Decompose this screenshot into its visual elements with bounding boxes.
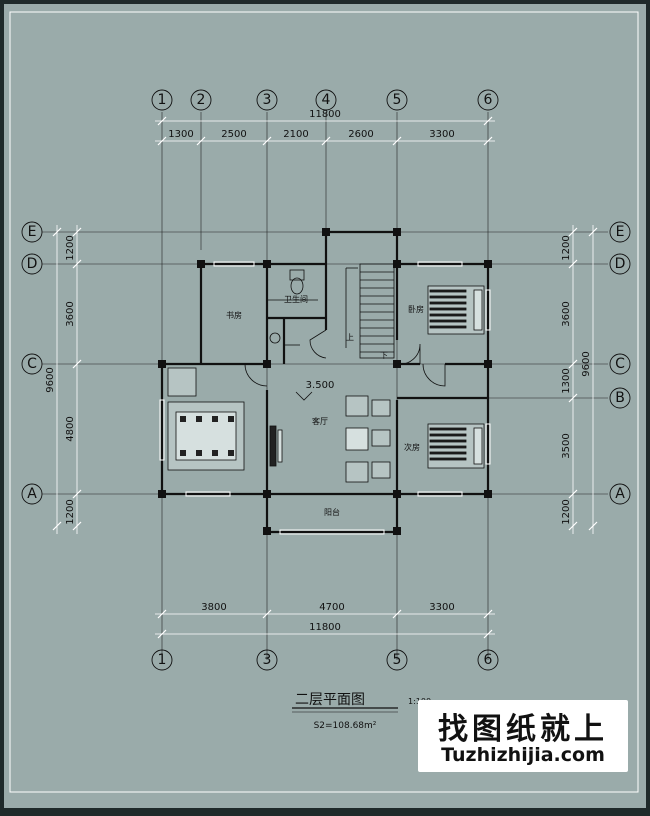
- dim-right-2: 3600: [561, 301, 572, 326]
- room-bedroom-top: 卧房: [408, 304, 424, 314]
- bathroom-fixtures: [268, 269, 318, 344]
- study-furniture: [167, 367, 245, 471]
- dim-right-4: 3500: [561, 433, 572, 458]
- dim-top-5: 3300: [429, 129, 454, 140]
- dim-bottom-1: 3800: [201, 602, 226, 613]
- staircase: [345, 263, 395, 359]
- windows: [159, 261, 491, 535]
- axis-bottom-6: 6: [484, 652, 493, 668]
- dim-left-4: 1200: [65, 499, 76, 524]
- axis-right-c: C: [615, 356, 625, 372]
- axis-left-d: D: [27, 256, 38, 272]
- living-furniture: [269, 395, 391, 483]
- area-label: S2=108.68m²: [314, 721, 377, 731]
- dim-left-total: 9600: [45, 367, 56, 392]
- room-labels: 书房 卫生间 卧房 客厅 次房 阳台 上 下: [226, 294, 424, 517]
- dim-top-3: 2100: [283, 129, 308, 140]
- room-bedroom-bottom: 次房: [404, 442, 420, 452]
- dim-right-3: 1300: [561, 368, 572, 393]
- elevation-marker: [295, 391, 313, 401]
- axis-top-4: 4: [322, 92, 331, 108]
- room-bathroom: 卫生间: [284, 294, 308, 304]
- dim-right-total: 9600: [581, 351, 592, 376]
- dim-left-1: 1200: [65, 235, 76, 260]
- axis-right-b: B: [615, 390, 625, 406]
- room-study: 书房: [226, 310, 242, 320]
- axis-bottom-5: 5: [393, 652, 402, 668]
- beds: [427, 285, 485, 469]
- axis-labels: 1 2 3 4 5 6 1 3 5 6 E D C A E D C B A: [27, 92, 626, 668]
- dim-top-total: 11800: [309, 109, 341, 120]
- axis-bubbles: [21, 89, 631, 671]
- dimension-lines: [56, 120, 594, 635]
- axis-top-1: 1: [158, 92, 167, 108]
- axis-top-6: 6: [484, 92, 493, 108]
- dim-bottom-2: 4700: [319, 602, 344, 613]
- axis-bottom-3: 3: [263, 652, 272, 668]
- dim-right-5: 1200: [561, 499, 572, 524]
- dim-right-1: 1200: [561, 235, 572, 260]
- axis-bottom-1: 1: [158, 652, 167, 668]
- room-balcony: 阳台: [324, 507, 340, 517]
- dim-top-1: 1300: [168, 129, 193, 140]
- drawing-title: 二层平面图: [295, 692, 365, 708]
- dim-left-2: 3600: [65, 301, 76, 326]
- doors: [244, 329, 446, 387]
- dim-bottom-total: 11800: [309, 622, 341, 633]
- axis-left-a: A: [27, 486, 37, 502]
- elevation-label: 3.500: [306, 380, 335, 391]
- axis-right-d: D: [615, 256, 626, 272]
- dim-top-2: 2500: [221, 129, 246, 140]
- inner-border: [9, 11, 639, 793]
- watermark-line1: 找图纸就上: [438, 712, 608, 747]
- dim-left-3: 4800: [65, 416, 76, 441]
- axis-right-a: A: [615, 486, 625, 502]
- dimension-ticks: [52, 116, 598, 639]
- axis-top-2: 2: [197, 92, 206, 108]
- axis-top-5: 5: [393, 92, 402, 108]
- room-living: 客厅: [312, 416, 328, 426]
- axis-left-e: E: [28, 224, 37, 240]
- watermark-line2: Tuzhizhijia.com: [441, 744, 605, 766]
- stair-down-label: 下: [380, 351, 388, 360]
- watermark-badge: 找图纸就上 Tuzhizhijia.com: [418, 700, 628, 772]
- axis-right-e: E: [616, 224, 625, 240]
- stair-up-label: 上: [346, 333, 354, 342]
- dim-top-4: 2600: [348, 129, 373, 140]
- axis-left-c: C: [27, 356, 37, 372]
- dim-bottom-3: 3300: [429, 602, 454, 613]
- vertical-dimension-texts: 1200 3600 4800 1200 9600 1200 3600 1300 …: [45, 235, 592, 524]
- axis-top-3: 3: [263, 92, 272, 108]
- drawing-background: [4, 4, 646, 808]
- dimension-texts: 11800 1300 2500 2100 2600 3300 3800 4700…: [168, 109, 454, 633]
